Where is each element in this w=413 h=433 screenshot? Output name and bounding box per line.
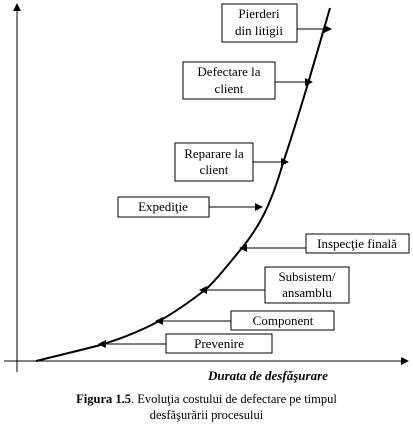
axis-title: Durata de desfăşurare: [207, 368, 328, 383]
stage-prevenire: Prevenire: [98, 333, 273, 354]
caption-line-2: desfăşurării procesului: [149, 408, 264, 422]
caption-line-1: Figura 1.5. Evoluţia costului de defecta…: [0, 391, 413, 407]
caption-label: Figura 1.5: [76, 392, 131, 406]
stage-component: Component: [155, 310, 335, 331]
caption-text: . Evoluţia costului de defectare pe timp…: [131, 392, 337, 406]
figure-caption: Figura 1.5. Evoluţia costului de defecta…: [0, 391, 413, 423]
stage-label: Subsistem/: [278, 269, 335, 284]
stage-label: Expediţie: [138, 199, 188, 214]
stage-reparare: Reparare la client: [174, 142, 289, 182]
stage-label: Inspecţie finală: [317, 236, 397, 251]
stage-label: ansamblu: [282, 285, 332, 300]
stage-label: Defectare la: [197, 64, 260, 79]
cost-curve: [35, 7, 331, 362]
stage-defectare: Defectare la client: [182, 61, 313, 100]
stage-expeditie: Expediţie: [117, 196, 263, 218]
stage-label: din litigii: [235, 23, 283, 38]
stage-subsistem: Subsistem/ ansamblu: [199, 266, 350, 304]
stage-label: Pierderi: [238, 6, 280, 21]
stage-label: client: [200, 162, 229, 177]
stage-label: Reparare la: [184, 146, 244, 161]
stage-label: Component: [253, 313, 314, 328]
stage-pierderi: Pierderi din litigii: [221, 3, 332, 43]
stage-label: client: [215, 81, 244, 96]
stage-label: Prevenire: [194, 336, 244, 351]
stage-inspectie: Inspecţie finală: [239, 233, 410, 254]
